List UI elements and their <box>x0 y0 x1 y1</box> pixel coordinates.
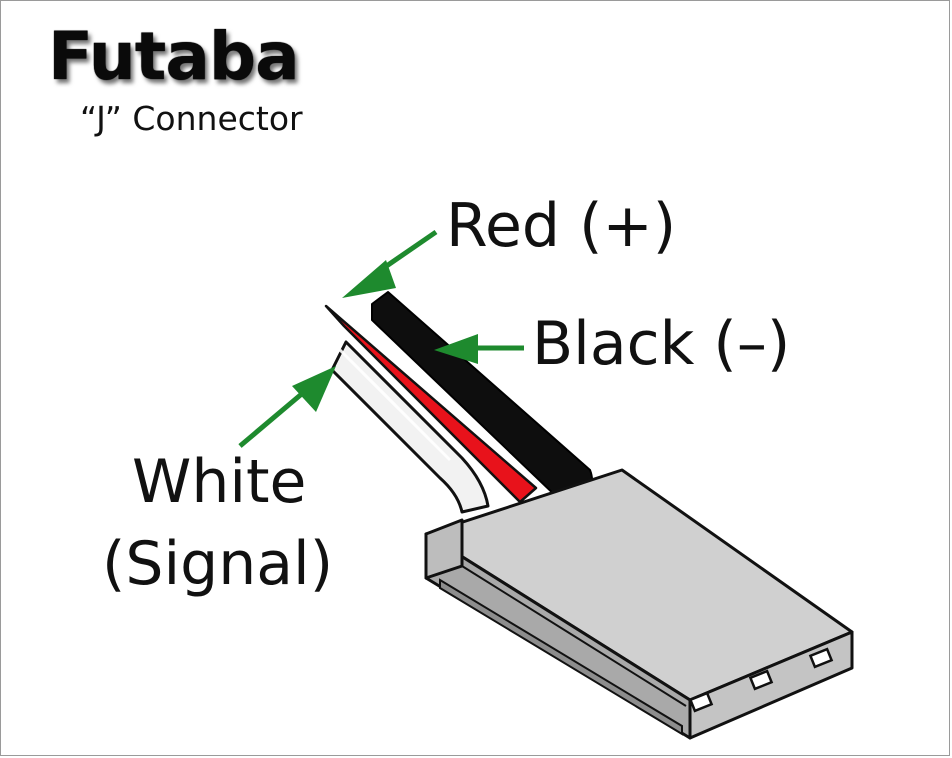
black-wire-label: Black (–) <box>532 309 791 379</box>
white-wire-sublabel: (Signal) <box>102 529 334 599</box>
connector-side-groove <box>439 578 683 736</box>
wire-bundle <box>324 291 593 514</box>
pin-sockets <box>688 647 834 713</box>
red-wire-label: Red (+) <box>446 191 677 261</box>
white-wire <box>330 340 490 514</box>
white-wire-label: White <box>132 447 307 517</box>
black-pointer-arrow-icon <box>434 334 524 364</box>
connector-lip <box>424 518 464 580</box>
connector-housing <box>424 468 854 740</box>
connector-type-title: “J” Connector <box>80 99 303 138</box>
pin-socket-3 <box>808 647 834 669</box>
pin-socket-2 <box>748 669 774 691</box>
white-pointer-arrow-icon <box>238 366 336 448</box>
pin-socket-1 <box>688 691 714 713</box>
futaba-logo: Futaba <box>48 18 300 95</box>
red-pointer-arrow-icon <box>342 229 438 298</box>
pointer-arrows <box>238 229 524 448</box>
